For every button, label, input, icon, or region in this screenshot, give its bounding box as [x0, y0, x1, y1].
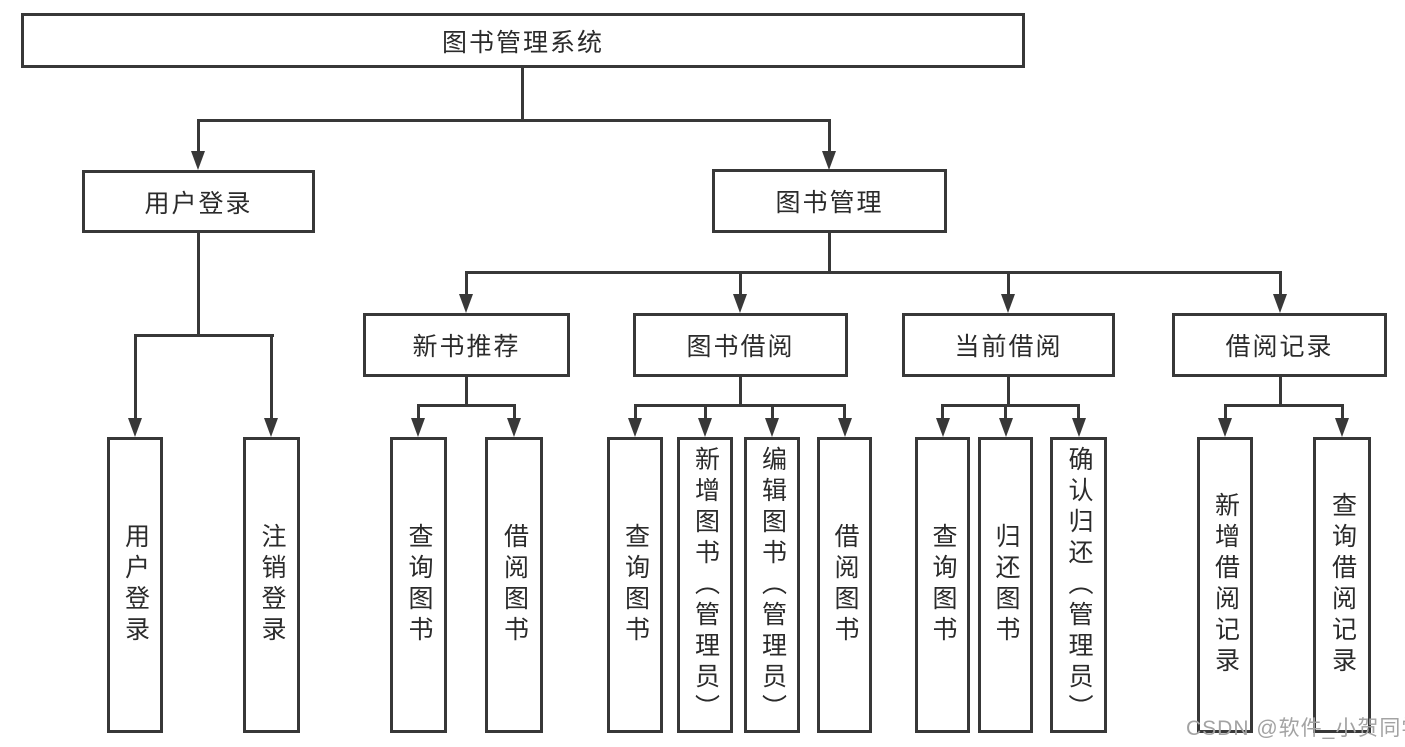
node-book-management: 图书管理 — [712, 169, 947, 233]
arrowhead-down-icon — [1273, 294, 1287, 313]
connector-stem — [843, 404, 846, 422]
connector-hline — [634, 404, 846, 407]
leaf-confirm-return-admin: 确认归还（管理员） — [1050, 437, 1107, 733]
connector-stem — [634, 404, 637, 422]
leaf-query-books-recommend: 查询图书 — [390, 437, 447, 733]
connector-stem — [941, 404, 944, 422]
leaf-return-book: 归还图书 — [978, 437, 1033, 733]
connector-stem — [197, 119, 200, 153]
arrowhead-down-icon — [507, 418, 521, 437]
arrowhead-down-icon — [838, 418, 852, 437]
connector-hline — [417, 404, 516, 407]
leaf-edit-book-admin: 编辑图书（管理员） — [744, 437, 800, 733]
csdn-watermark: CSDN @软件_小贺同学 — [1186, 717, 1405, 740]
leaf-query-books-borrowing: 查询图书 — [607, 437, 663, 733]
connector-stem — [1007, 271, 1010, 297]
connector-vline — [1279, 377, 1282, 407]
arrowhead-down-icon — [999, 418, 1013, 437]
connector-stem — [1341, 404, 1344, 422]
connector-stem — [1077, 404, 1080, 422]
node-book-borrowing: 图书借阅 — [633, 313, 848, 377]
connector-stem — [513, 404, 516, 422]
connector-stem — [270, 334, 273, 420]
leaf-add-book-admin: 新增图书（管理员） — [677, 437, 733, 733]
connector-hline — [134, 334, 274, 337]
arrowhead-down-icon — [628, 418, 642, 437]
node-root-library-system: 图书管理系统 — [21, 13, 1025, 68]
leaf-query-books-current: 查询图书 — [915, 437, 970, 733]
arrowhead-down-icon — [459, 294, 473, 313]
arrowhead-down-icon — [411, 418, 425, 437]
connector-vline — [465, 377, 468, 407]
arrowhead-down-icon — [822, 151, 836, 170]
node-user-login: 用户登录 — [82, 170, 315, 233]
connector-stem — [1224, 404, 1227, 422]
connector-hline — [941, 404, 1080, 407]
arrowhead-down-icon — [1218, 418, 1232, 437]
connector-stem — [1004, 404, 1007, 422]
connector-stem — [134, 334, 137, 420]
node-current-borrowing: 当前借阅 — [902, 313, 1115, 377]
arrowhead-down-icon — [936, 418, 950, 437]
leaf-borrow-books-borrowing: 借阅图书 — [817, 437, 872, 733]
leaf-user-login: 用户登录 — [107, 437, 163, 733]
connector-stem — [739, 271, 742, 297]
node-new-book-recommend: 新书推荐 — [363, 313, 570, 377]
connector-stem — [704, 404, 707, 422]
node-borrowing-records: 借阅记录 — [1172, 313, 1387, 377]
connector-vline — [1007, 377, 1010, 407]
leaf-borrow-books-recommend: 借阅图书 — [485, 437, 543, 733]
leaf-add-borrow-record: 新增借阅记录 — [1197, 437, 1253, 733]
connector-hline — [465, 271, 1282, 274]
connector-vline — [197, 233, 200, 337]
arrowhead-down-icon — [1001, 294, 1015, 313]
arrowhead-down-icon — [765, 418, 779, 437]
connector-vline — [521, 68, 524, 122]
arrowhead-down-icon — [128, 418, 142, 437]
arrowhead-down-icon — [698, 418, 712, 437]
connector-stem — [771, 404, 774, 422]
leaf-query-borrow-record: 查询借阅记录 — [1313, 437, 1371, 733]
connector-stem — [1279, 271, 1282, 297]
connector-hline — [1224, 404, 1344, 407]
arrowhead-down-icon — [191, 151, 205, 170]
connector-vline — [739, 377, 742, 407]
arrowhead-down-icon — [1072, 418, 1086, 437]
connector-stem — [465, 271, 468, 297]
connector-hline — [197, 119, 831, 122]
arrowhead-down-icon — [1335, 418, 1349, 437]
connector-stem — [828, 119, 831, 153]
leaf-logout: 注销登录 — [243, 437, 300, 733]
arrowhead-down-icon — [733, 294, 747, 313]
connector-vline — [828, 233, 831, 274]
arrowhead-down-icon — [264, 418, 278, 437]
connector-stem — [417, 404, 420, 422]
